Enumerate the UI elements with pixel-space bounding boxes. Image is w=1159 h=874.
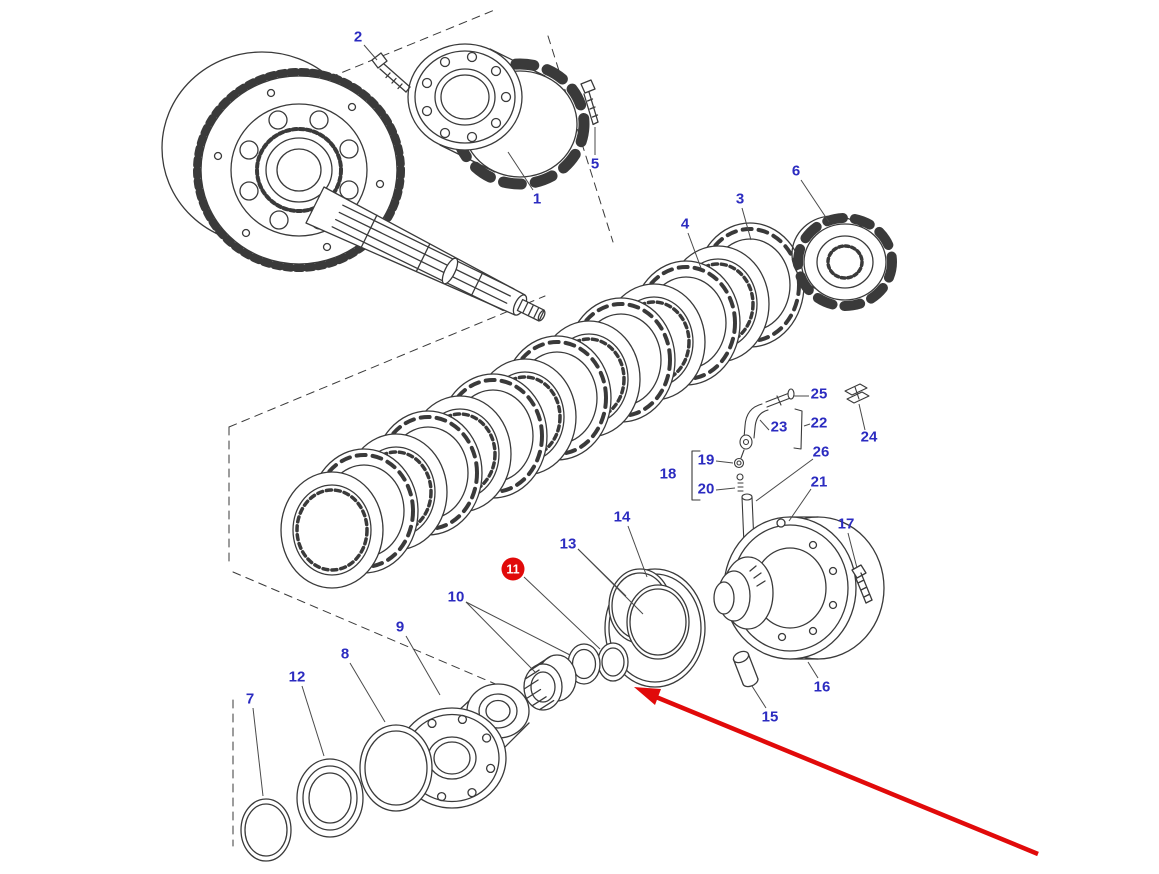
callout-2: 2 bbox=[353, 28, 363, 46]
pin-15 bbox=[732, 650, 759, 688]
callout-4: 4 bbox=[680, 215, 690, 233]
callout-1: 1 bbox=[532, 190, 542, 208]
callout-3: 3 bbox=[735, 190, 745, 208]
callout-19: 19 bbox=[697, 451, 715, 469]
bolt-5 bbox=[580, 79, 599, 126]
highlight-arrow bbox=[634, 687, 1039, 857]
callout-22: 22 bbox=[810, 414, 828, 432]
bolt-17 bbox=[851, 564, 873, 604]
callout-10: 10 bbox=[447, 588, 465, 606]
callout-16: 16 bbox=[813, 678, 831, 696]
callout-12: 12 bbox=[288, 668, 306, 686]
callout-6: 6 bbox=[791, 162, 801, 180]
callout-17: 17 bbox=[837, 515, 855, 533]
callout-11: 11 bbox=[501, 557, 525, 581]
callout-14: 14 bbox=[613, 508, 631, 526]
input-shaft bbox=[305, 186, 546, 322]
callout-20: 20 bbox=[697, 480, 715, 498]
callout-15: 15 bbox=[761, 708, 779, 726]
callout-8: 8 bbox=[340, 645, 350, 663]
ring-8 bbox=[359, 724, 433, 812]
callout-13: 13 bbox=[559, 535, 577, 553]
bearing-10 bbox=[523, 643, 601, 711]
end-plate-6 bbox=[791, 213, 897, 311]
callout-9: 9 bbox=[395, 618, 405, 636]
callout-18: 18 bbox=[659, 465, 677, 483]
leader-lines bbox=[252, 44, 866, 797]
hub-carrier-part1 bbox=[407, 43, 590, 190]
callout-26: 26 bbox=[812, 443, 830, 461]
seal-12 bbox=[296, 758, 364, 838]
callout-23: 23 bbox=[770, 418, 788, 436]
callout-7: 7 bbox=[245, 690, 255, 708]
drum-16 bbox=[713, 516, 885, 660]
callout-5: 5 bbox=[590, 155, 600, 173]
rings-13 bbox=[608, 568, 690, 660]
callout-24: 24 bbox=[860, 428, 878, 446]
callout-25: 25 bbox=[810, 385, 828, 403]
bolt-2 bbox=[371, 52, 411, 93]
callout-21: 21 bbox=[810, 473, 828, 491]
oring-7 bbox=[240, 798, 292, 862]
